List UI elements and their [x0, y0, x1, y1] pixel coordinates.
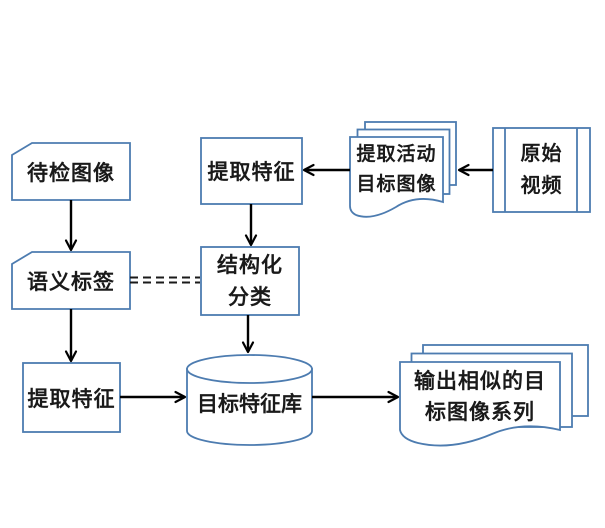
structured-classification-label: 结构化 分类 — [201, 249, 299, 313]
label-line-1: 提取活动 — [356, 144, 437, 165]
label-line-1: 提取特征 — [207, 160, 296, 184]
label-line-1: 输出相似的目 — [414, 369, 546, 393]
label-line-1: 原始 — [520, 143, 563, 165]
extract-features-top-label: 提取特征 — [201, 138, 302, 204]
label-line-1: 待检图像 — [27, 161, 115, 185]
extract-features-left-label: 提取特征 — [23, 363, 120, 432]
extract-features-left-shape — [22, 362, 121, 433]
label-line-1: 结构化 — [217, 253, 283, 277]
extract-active-targets-label: 提取活动 目标图像 — [350, 140, 443, 200]
target-feature-db-body — [186, 368, 313, 446]
output-series-front-page — [399, 361, 561, 447]
structured-classification-shape — [200, 246, 300, 316]
output-series-label: 输出相似的目 标图像系列 — [400, 364, 560, 430]
label-line-1: 语义标签 — [27, 270, 115, 294]
label-line-2: 分类 — [228, 285, 272, 309]
target-feature-db-top — [186, 354, 313, 384]
label-line-2: 标图像系列 — [425, 400, 535, 424]
semantic-label-label: 语义标签 — [12, 253, 130, 309]
label-line-1: 提取特征 — [27, 386, 116, 411]
pending-image-label: 待检图像 — [12, 144, 130, 200]
original-video-label: 原始 视频 — [493, 132, 590, 208]
original-video-shape — [492, 127, 591, 213]
target-feature-db-label: 目标特征库 — [187, 374, 312, 432]
label-line-1: 目标特征库 — [197, 392, 302, 416]
label-line-2: 视频 — [520, 175, 563, 197]
label-line-2: 目标图像 — [356, 174, 437, 195]
extract-active-targets-front-page — [349, 136, 444, 218]
